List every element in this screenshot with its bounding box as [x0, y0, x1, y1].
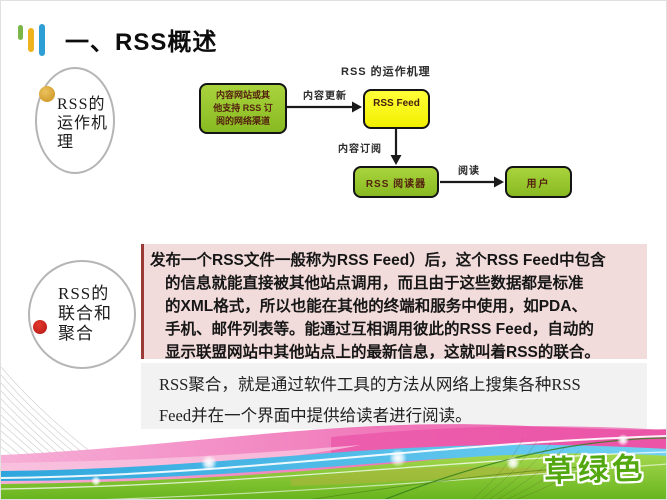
pink-block-line: 的XML格式，所以也能在其他的终端和服务中使用，如PDA、	[165, 298, 587, 315]
pink-block-line: 发布一个RSS文件一般称为RSS Feed）后，这个RSS Feed中包含	[150, 252, 606, 269]
aggregation-description-block: RSS聚合，就是通过软件工具的方法从网络上搜集各种RSS Feed并在一个界面中…	[141, 363, 647, 429]
decorative-wave-banner	[1, 424, 666, 499]
diagram-node-rss-feed: RSS Feed	[363, 89, 430, 129]
mechanism-circle-label: RSS的 运作机 理	[57, 95, 108, 152]
diagram-node-rss-reader: RSS 阅读器	[353, 166, 439, 198]
mechanism-circle	[35, 67, 115, 174]
diagram-node-user: 用户	[505, 166, 572, 198]
pink-block-line: 的信息就能直接被其他站点调用，而且由于这些数据都是标准	[165, 275, 584, 292]
color-scheme-badge: 草绿色	[543, 452, 647, 489]
syndication-circle	[28, 260, 136, 369]
pink-block-line: 手机、邮件列表等。能通过互相调用彼此的RSS Feed，自动的	[165, 321, 594, 338]
gray-block-line: Feed并在一个界面中提供给读者进行阅读。	[159, 406, 472, 425]
diagram-title: RSS 的运作机理	[341, 66, 431, 78]
mechanism-label-line: 理	[57, 134, 75, 151]
syndication-description-block: 发布一个RSS文件一般称为RSS Feed）后，这个RSS Feed中包含 的信…	[141, 244, 647, 361]
edge-label-content-subscribe: 内容订阅	[338, 144, 382, 155]
syndication-circle-label: RSS的 联合和 聚合	[58, 284, 112, 344]
mechanism-label-line: 运作机	[57, 115, 109, 132]
node-source-line: 阅的网络渠道	[215, 116, 270, 126]
red-dot-marker-icon	[33, 320, 47, 334]
syndication-label-line: 聚合	[58, 324, 94, 343]
logo-bars-icon	[17, 23, 49, 59]
mechanism-label-line: RSS的	[57, 96, 106, 113]
page-title: 一、RSS概述	[65, 29, 218, 56]
pink-block-line: 显示联盟网站中其他站点上的最新信息，这就叫着RSS的联合。	[165, 344, 600, 361]
edge-label-read: 阅读	[458, 166, 480, 177]
syndication-label-line: 联合和	[58, 304, 112, 323]
yellow-dot-marker-icon	[39, 86, 55, 102]
syndication-label-line: RSS的	[58, 284, 110, 303]
diagram-node-content-source: 内容网站或其 他支持 RSS 订 阅的网络渠道	[199, 83, 287, 134]
gray-block-line: RSS聚合，就是通过软件工具的方法从网络上搜集各种RSS	[159, 375, 581, 394]
node-source-line: 内容网站或其	[215, 90, 270, 100]
node-source-line: 他支持 RSS 订	[213, 103, 273, 113]
edge-label-content-update: 内容更新	[303, 91, 347, 102]
